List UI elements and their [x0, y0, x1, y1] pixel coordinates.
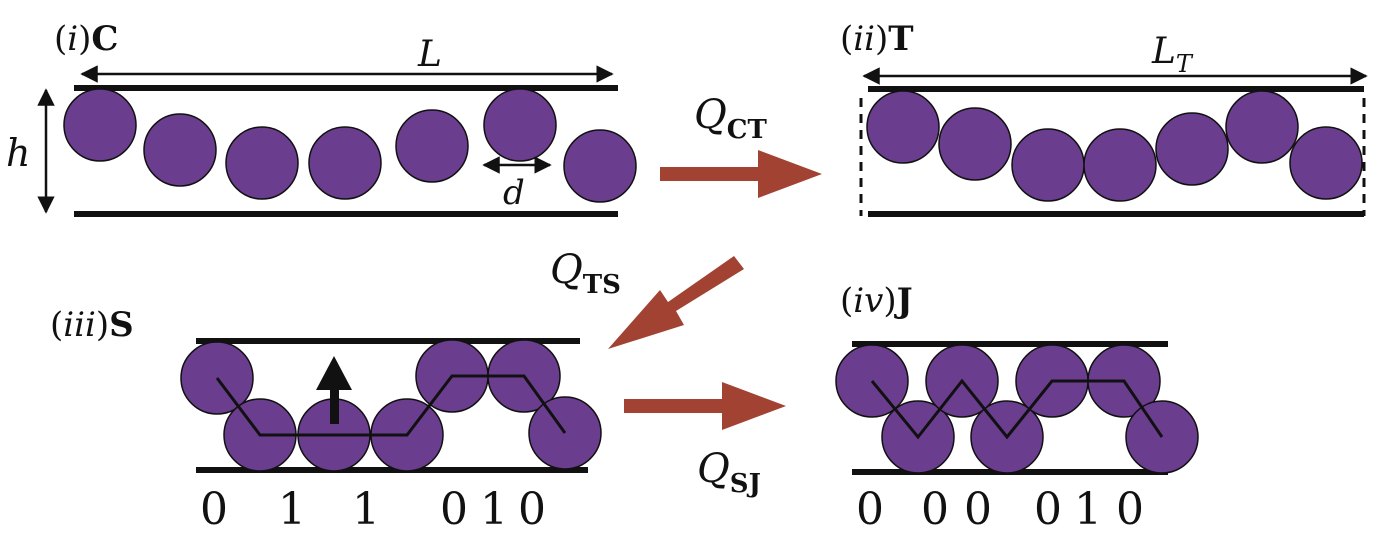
disk	[308, 126, 382, 200]
transition-label-ts: QTS	[550, 247, 621, 300]
panel-s: (iii)S 0 1 1 0 1 0	[50, 305, 602, 535]
disk	[63, 88, 137, 162]
disk	[1225, 90, 1299, 164]
panel-j-label: (iv)J	[840, 281, 913, 321]
sequence-digit: 0	[964, 484, 992, 535]
disk	[866, 90, 940, 164]
contact-path-s	[215, 374, 567, 437]
transition-label-sj: QSJ	[697, 446, 761, 499]
sequence-digit: 1	[352, 484, 380, 535]
disk-group-s	[180, 339, 602, 472]
transition-arrow-ct	[660, 150, 822, 198]
sequence-digit: 1	[480, 484, 508, 535]
panel-t: (ii)T LT	[840, 19, 1368, 217]
disk	[395, 109, 469, 183]
panel-j: (iv)J 0 0 0 0 1 0	[835, 281, 1199, 535]
panel-c: (i)C L h d	[6, 19, 637, 217]
contact-path-j	[870, 378, 1164, 440]
disk	[225, 126, 299, 200]
disk-group-t	[866, 90, 1363, 202]
sequence-j: 0 0 0 0 1 0	[856, 484, 1144, 535]
transition-label-ct: QCT	[694, 92, 767, 145]
disk	[938, 107, 1012, 181]
up-arrow	[316, 356, 352, 424]
disk	[1083, 128, 1157, 202]
disk	[1011, 128, 1085, 202]
transition-arrow-ts	[608, 256, 744, 349]
sequence-digit: 0	[200, 484, 228, 535]
tight-length-label: LT	[1151, 31, 1194, 78]
disk-group-c	[63, 88, 637, 203]
disk	[483, 88, 557, 162]
disk	[143, 113, 217, 187]
diameter-label: d	[503, 173, 525, 213]
sequence-digit: 0	[921, 484, 949, 535]
sequence-digit: 0	[1034, 484, 1062, 535]
panel-c-label: (i)C	[54, 19, 118, 59]
sequence-digit: 0	[518, 484, 546, 535]
sequence-digit: 0	[856, 484, 884, 535]
disk	[1155, 112, 1229, 186]
disk	[563, 129, 637, 203]
panel-s-label: (iii)S	[50, 305, 134, 345]
disk	[1289, 126, 1363, 200]
transition-arrow-sj	[624, 382, 786, 430]
sequence-digit: 1	[1074, 484, 1102, 535]
sequence-digit: 1	[278, 484, 306, 535]
sequence-s: 0 1 1 0 1 0	[200, 484, 546, 535]
panel-t-label: (ii)T	[840, 19, 914, 59]
sequence-digit: 0	[1116, 484, 1144, 535]
length-label: L	[417, 34, 442, 75]
sequence-digit: 0	[440, 484, 468, 535]
height-label: h	[6, 131, 30, 175]
